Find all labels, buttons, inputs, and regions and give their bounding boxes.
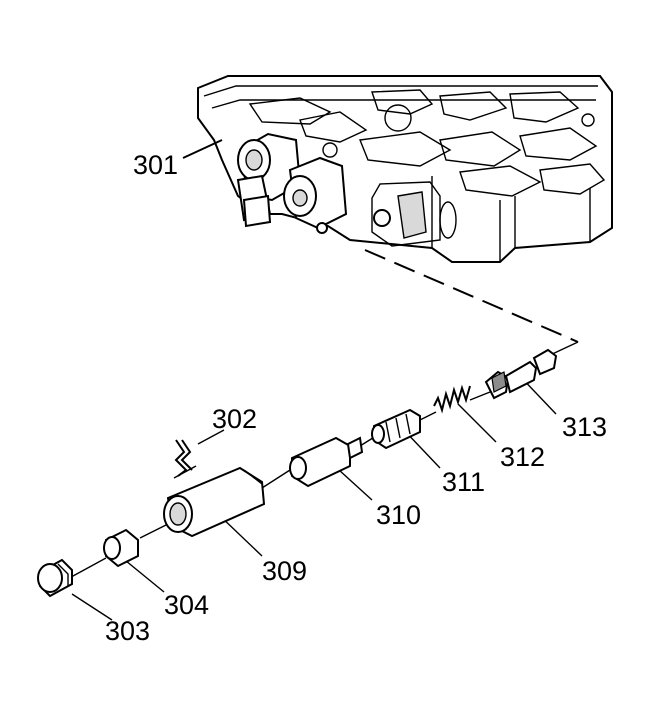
callout-303: 303 — [105, 616, 150, 646]
part-311-spool — [371, 408, 421, 450]
callout-304: 304 — [164, 590, 209, 620]
callout-309: 309 — [262, 556, 307, 586]
part-302-clip — [173, 439, 197, 479]
part-310-valve — [289, 436, 364, 488]
callout-301: 301 — [133, 150, 178, 180]
callout-311: 311 — [442, 467, 485, 497]
part-309-sleeve — [163, 466, 266, 538]
callout-302: 302 — [212, 404, 257, 434]
callout-312: 312 — [500, 442, 545, 472]
part-313-valve — [484, 348, 558, 400]
part-304-sleeve — [103, 528, 139, 568]
part-312-spring — [433, 384, 471, 414]
part-303-plug — [37, 558, 73, 598]
callout-310: 310 — [376, 500, 421, 530]
solenoid-assembly — [236, 132, 348, 234]
callout-313: 313 — [562, 412, 607, 442]
